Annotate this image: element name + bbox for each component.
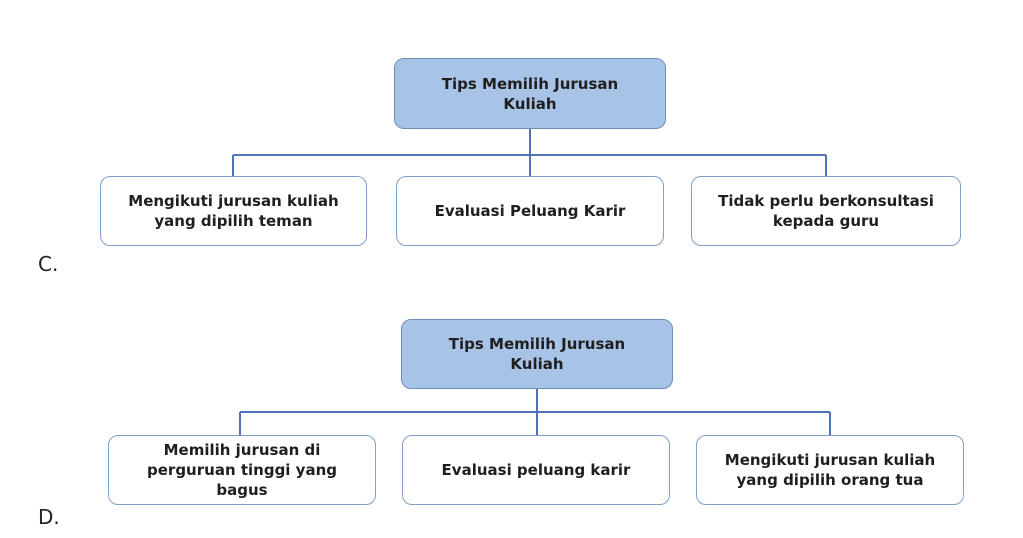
diagram-d-child-node-1: Memilih jurusan di perguruan tinggi yang…: [108, 435, 376, 505]
diagram-c-child-node-1: Mengikuti jurusan kuliah yang dipilih te…: [100, 176, 367, 246]
diagram-d-child-node-2: Evaluasi peluang karir: [402, 435, 670, 505]
option-label-d: D.: [38, 505, 60, 529]
diagram-d-child-node-3: Mengikuti jurusan kuliah yang dipilih or…: [696, 435, 964, 505]
diagram-d-root-node: Tips Memilih Jurusan Kuliah: [401, 319, 673, 389]
diagram-c-connectors: [232, 129, 827, 176]
diagram-d-connectors: [239, 389, 831, 435]
diagram-c-child-node-2: Evaluasi Peluang Karir: [396, 176, 664, 246]
diagram-c-root-node: Tips Memilih Jurusan Kuliah: [394, 58, 666, 129]
diagram-c-child-node-3: Tidak perlu berkonsultasi kepada guru: [691, 176, 961, 246]
option-label-c: C.: [38, 252, 59, 276]
